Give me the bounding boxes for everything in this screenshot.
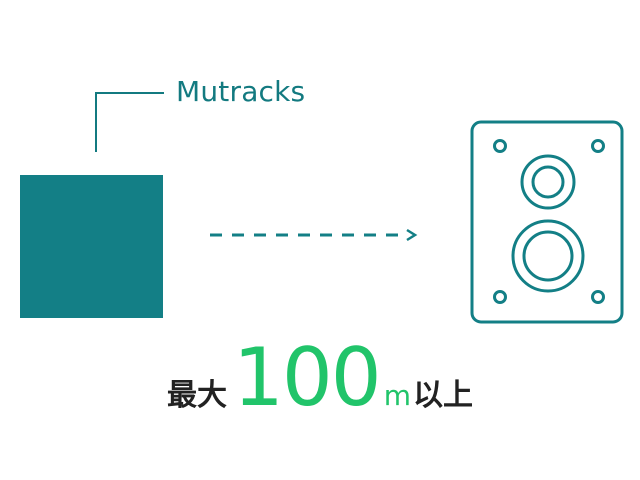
range-number: 100	[233, 331, 382, 424]
device-label: Mutracks	[176, 75, 306, 108]
range-prefix: 最大	[167, 378, 227, 413]
range-unit: m	[383, 379, 411, 412]
speaker-icon	[470, 120, 624, 324]
range-suffix: 以上	[412, 378, 473, 413]
dashed-arrow-icon	[210, 228, 418, 242]
square-device-icon	[20, 175, 163, 318]
